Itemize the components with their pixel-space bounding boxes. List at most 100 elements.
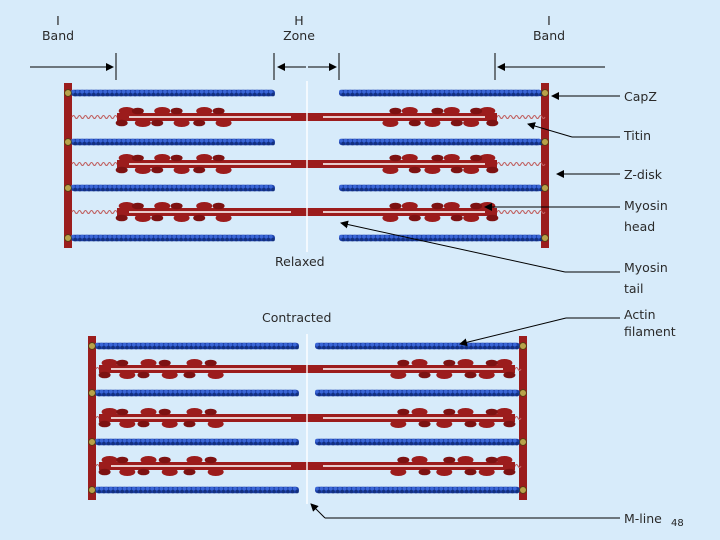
actin-filament: [339, 138, 543, 146]
m-line-label: M-line: [624, 511, 662, 526]
capz-cap: [88, 342, 96, 350]
actin-filament: [315, 389, 520, 397]
titin-spring: [490, 209, 546, 215]
myosin-head: [161, 420, 178, 428]
myosin-head: [98, 371, 111, 379]
myosin-head: [496, 456, 513, 464]
actin-filament: [95, 486, 299, 494]
myosin-head: [137, 371, 150, 379]
myosin-head: [193, 166, 206, 174]
myosin-head: [115, 214, 128, 222]
capz-cap: [541, 138, 549, 146]
myosin-head: [443, 456, 456, 464]
myosin-head: [154, 154, 171, 162]
myosin-head: [131, 154, 144, 162]
myosin-head: [424, 119, 441, 127]
myosin-head: [397, 408, 410, 416]
myosin-head: [424, 166, 441, 174]
myosin-head: [118, 107, 135, 115]
myosin-head: [204, 359, 217, 367]
capz-cap: [64, 89, 72, 97]
capz-cap: [64, 184, 72, 192]
capz-cap: [519, 438, 527, 446]
myosin-head: [485, 456, 498, 464]
myosin-head: [134, 166, 151, 174]
myosin-head: [389, 107, 402, 115]
myosin-head: [119, 468, 136, 476]
myosin-head: [389, 154, 402, 162]
myosin-head: [496, 359, 513, 367]
myosin-head: [215, 166, 232, 174]
myosin-head: [418, 371, 431, 379]
myosin-head: [503, 420, 516, 428]
myosin-head: [196, 202, 213, 210]
capz-cap: [88, 486, 96, 494]
myosin-head: [486, 166, 499, 174]
myosin-head: [193, 119, 206, 127]
z-disc-left: [64, 83, 72, 248]
myosin-head: [161, 468, 178, 476]
myosin-head: [193, 214, 206, 222]
myosin-head: [98, 420, 111, 428]
myosin-head: [450, 214, 463, 222]
myosin-head: [464, 420, 477, 428]
actin-filament: [315, 486, 520, 494]
capz-cap: [541, 234, 549, 242]
myosin-head: [450, 119, 463, 127]
myosin-head: [463, 166, 480, 174]
myosin-head: [436, 371, 453, 379]
page-number: 48: [671, 518, 684, 529]
myosin-head: [411, 408, 428, 416]
myosin-head: [431, 202, 444, 210]
relaxed-label: Relaxed: [275, 254, 325, 269]
myosin-head: [436, 420, 453, 428]
z-disk-label: Z-disk: [624, 167, 663, 182]
titin-spring: [490, 161, 546, 167]
myosin-head: [470, 107, 483, 115]
myosin-head: [115, 166, 128, 174]
myosin-head: [486, 119, 499, 127]
capz-cap: [519, 486, 527, 494]
myosin-head: [173, 119, 190, 127]
myosin-head: [470, 202, 483, 210]
capz-cap: [64, 138, 72, 146]
myosin-head: [118, 154, 135, 162]
myosin-head: [382, 214, 399, 222]
myosin-head: [154, 107, 171, 115]
myosin-head: [463, 214, 480, 222]
myosin-head: [140, 408, 157, 416]
contracted-label: Contracted: [262, 310, 332, 325]
myosin-head: [486, 214, 499, 222]
actin-filament: [339, 184, 543, 192]
myosin-head: [158, 408, 171, 416]
myosin-head: [196, 107, 213, 115]
myosin-head: [478, 420, 495, 428]
titin-spring: [490, 114, 546, 120]
myosin-head: [207, 371, 224, 379]
titin-label: Titin: [624, 128, 652, 143]
myosin-head: [401, 154, 418, 162]
z-disc-right: [541, 83, 549, 248]
myosin-head: [186, 456, 203, 464]
myosin-head: [140, 359, 157, 367]
myosin-head: [212, 107, 225, 115]
myosin-head: [131, 107, 144, 115]
myosin-head: [116, 359, 129, 367]
myosin-head: [408, 166, 421, 174]
actin-filament: [315, 438, 520, 446]
myosin-head: [183, 468, 196, 476]
myosin-head: [382, 166, 399, 174]
myosin-head: [170, 107, 183, 115]
myosin-head: [443, 359, 456, 367]
myosin-head: [485, 359, 498, 367]
myosin-head: [418, 468, 431, 476]
myosin-head: [457, 456, 474, 464]
myosin-head: [215, 214, 232, 222]
myosin-head: [431, 154, 444, 162]
actin-filament: [71, 138, 275, 146]
